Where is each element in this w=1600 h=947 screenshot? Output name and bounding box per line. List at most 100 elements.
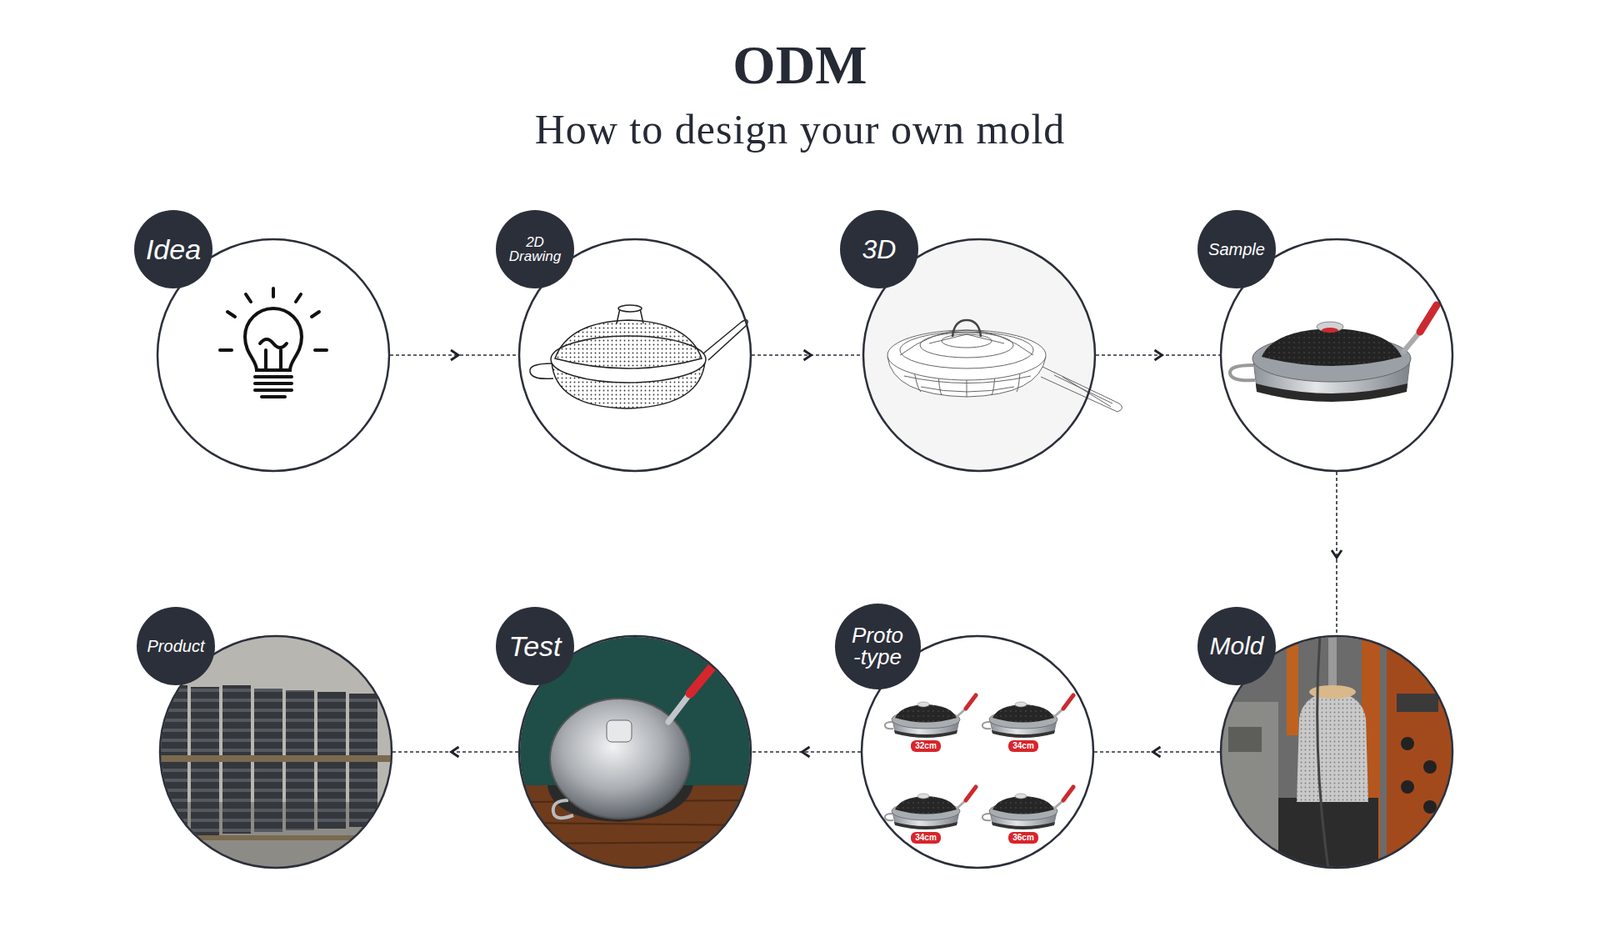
mold-machine-photo-part-part [1400,780,1415,794]
mold-machine-photo-part-part [1396,693,1439,712]
lightbulb-icon-part-part [227,311,235,317]
dashed-line [1095,354,1220,356]
arrow-head [450,350,459,360]
pan-sketch-part [530,305,748,409]
arrow-head [1155,350,1163,360]
prototype-pans-part-part [982,695,1074,738]
warehouse-photo-part-part [254,688,283,755]
step-label: Proto -type [845,624,910,668]
diagram-title: ODM [0,35,1600,96]
step-circle: Idea [156,238,390,472]
warehouse-photo-part-part [159,761,188,837]
dashed-line [392,750,519,753]
mold-machine-photo-part-part [1328,635,1337,694]
size-tag: 34cm [910,831,941,844]
dashed-line [751,354,863,356]
dashed-line [1335,471,1338,635]
step-circle: 2D Drawing [518,238,752,472]
dashed-line [390,354,519,356]
lightbulb-icon-part-part [255,375,292,379]
warehouse-photo-part-part [190,686,220,755]
test-photo-part-part [668,693,690,722]
step-label: Idea [145,235,201,264]
prototype-pans-part-part [885,695,976,738]
warehouse-photo-part-part [285,690,315,755]
step-badge: 2D Drawing [495,210,575,289]
mold-machine-photo-part-part [1423,800,1437,814]
arrow-head [1153,746,1161,757]
mold-machine-photo-part-part [1286,635,1299,735]
step-label: Product [147,637,205,655]
flow-connector [751,746,861,757]
pan-wireframe-part-part [941,334,992,348]
mold-machine-photo-part-part [1423,760,1437,774]
step-badge: Product [136,606,215,685]
warehouse-photo-part-part [317,761,346,829]
flow-connector [390,350,519,360]
step-badge: Test [495,606,575,685]
lightbulb-icon-part-part [255,381,292,385]
lightbulb-icon-part-part [261,395,285,399]
pan-sketch-part-part [555,320,702,369]
sample-pan-part [1403,331,1420,352]
step-badge: 3D [840,210,919,289]
step-label: 3D [862,235,897,263]
lightbulb-icon-part-part [260,339,287,370]
prototype-pans-part [885,695,1074,830]
step-label: 2D Drawing [503,235,567,264]
pan-wireframe-handle [1040,366,1123,412]
lightbulb-icon-part-part [271,288,275,297]
arrow-head [802,746,810,757]
dashed-line [751,750,861,753]
subtitle: How to design your own mold [535,105,1066,154]
sample-pan-part [1321,327,1339,333]
flow-connector [1095,350,1220,360]
pan-wireframe-part-part [887,330,1046,380]
step-circle: Test [518,635,752,869]
warehouse-photo-part-part [190,761,220,835]
test-photo-part-part [690,663,715,694]
size-tag: 32cm [910,740,941,752]
flow-connector [1094,746,1220,757]
pan-wireframe-part-part [900,330,1034,355]
pan-wireframe-part [887,320,1046,397]
pan-wireframe-handle-part [1040,366,1123,412]
pan-sketch-part-part [703,320,748,360]
arrow-head [804,350,812,360]
lightbulb-icon-part-part [245,294,251,302]
warehouse-photo-part-part [317,691,346,755]
mold-machine-photo-part-part [1296,691,1369,802]
test-photo-part-part [553,800,574,818]
lightbulb-icon-part [220,288,327,397]
step-circle: Product [159,635,393,869]
step-badge: Idea [134,210,213,289]
mold-machine-photo-part-part [1400,736,1415,750]
step-badge: Proto -type [835,603,921,690]
sample-pan-part [1420,305,1437,332]
step-badge: Mold [1197,606,1276,685]
warehouse-photo-part-part [222,685,251,755]
sample-pan-part [1261,328,1402,366]
sample-pan-part [1255,383,1408,402]
pan-wireframe-part-part [952,320,981,337]
size-tag: 34cm [1008,740,1039,752]
warehouse-photo-part-part [159,835,393,840]
lightbulb-icon-part-part [220,348,232,352]
test-photo-part-part [606,720,632,742]
prototype-pans-part-part [982,786,1074,830]
step-circle: Proto -type [860,635,1095,869]
pan-wireframe-handle-part [1054,375,1113,407]
warehouse-photo-part-part [285,761,315,830]
step-circle: Sample [1220,238,1454,472]
pan-sketch-part-part [530,363,554,379]
lightbulb-icon-part-part [295,294,301,302]
warehouse-photo-part-part [159,755,393,762]
mold-machine-photo-part-part [1228,726,1262,752]
arrow-head [1331,550,1342,558]
step-circle: 3D [862,238,1096,472]
flow-connector [392,746,519,757]
warehouse-photo-part-part [349,761,378,827]
prototype-pans-part-part [885,786,976,830]
arrow-head [451,746,460,757]
